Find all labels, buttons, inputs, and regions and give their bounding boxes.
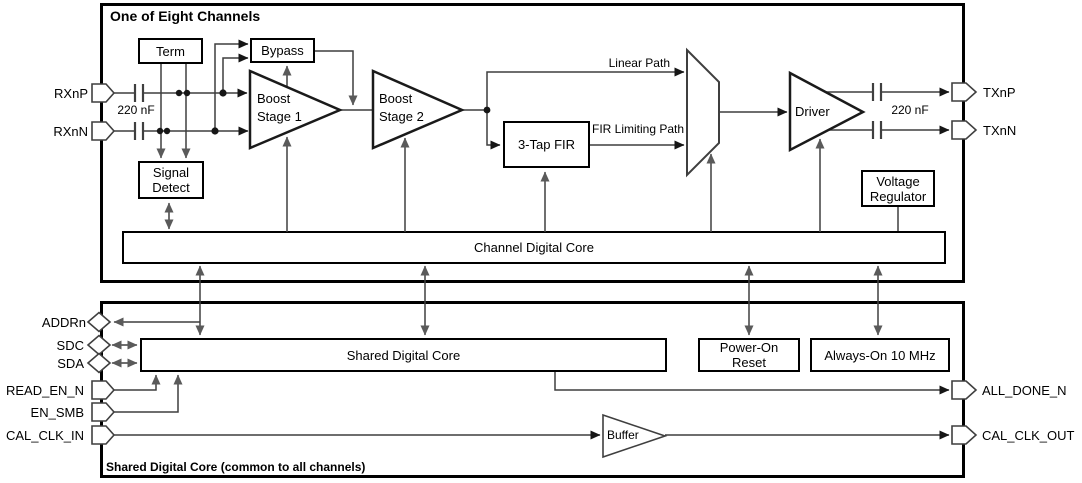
port-txnn-label: TXnN	[983, 123, 1017, 138]
junction-dot	[163, 127, 171, 135]
wire-bypass-out	[315, 50, 358, 106]
wire-all-done-n	[554, 372, 950, 395]
port-cal-clk-in-symbol	[91, 425, 116, 445]
buffer-triangle	[602, 413, 668, 459]
wire-en-smb	[114, 374, 183, 413]
port-cal-clk-out-symbol	[951, 425, 978, 445]
buffer-label: Buffer	[607, 428, 639, 442]
cap-in-value-label: 220 nF	[117, 103, 155, 117]
voltage-regulator-block: Voltage Regulator	[861, 170, 935, 207]
term-block: Term	[138, 38, 203, 64]
power-on-reset-block: Power-On Reset	[698, 338, 800, 372]
wire-to-fir	[486, 110, 501, 150]
port-rxnn-label: RXnN	[53, 124, 88, 139]
channel-digital-core-block: Channel Digital Core	[122, 231, 946, 264]
junction-dot	[183, 89, 191, 97]
fir-block: 3-Tap FIR	[503, 121, 590, 168]
port-addrn-label: ADDRn	[41, 315, 86, 330]
port-rxnp-label: RXnP	[54, 86, 88, 101]
port-all-done-n-label: ALL_DONE_N	[982, 383, 1067, 398]
channel-title: One of Eight Channels	[110, 8, 261, 24]
port-sdc-symbol	[86, 334, 112, 356]
capacitors	[133, 83, 883, 140]
signal-detect-block: Signal Detect	[138, 161, 204, 199]
port-txnp-symbol	[951, 82, 978, 102]
port-txnp-label: TXnP	[983, 85, 1016, 100]
always-on-10mhz-block: Always-On 10 MHz	[810, 338, 950, 372]
port-txnn-symbol	[951, 120, 978, 140]
linear-path-label: Linear Path	[608, 56, 670, 70]
junction-dots	[156, 89, 491, 135]
port-addrn-symbol	[86, 311, 112, 333]
port-cal-clk-in-label: CAL_CLK_IN	[5, 428, 84, 443]
port-sda-label: SDA	[57, 356, 84, 371]
fir-limiting-path-label: FIR Limiting Path	[592, 122, 685, 136]
boost-stage-1-triangle	[248, 69, 344, 150]
port-cal-clk-out-label: CAL_CLK_OUT	[982, 428, 1075, 443]
port-symbols	[86, 82, 978, 445]
port-read-en-n-label: READ_EN_N	[5, 383, 84, 398]
junction-dot	[219, 89, 227, 97]
control-wires	[111, 64, 899, 413]
junction-dot	[156, 127, 164, 135]
wire-rxnn-to-bypass	[214, 39, 249, 131]
port-read-en-n-symbol	[91, 380, 116, 400]
port-all-done-n-symbol	[951, 380, 978, 400]
port-sda-symbol	[86, 352, 112, 374]
port-en-smb-symbol	[91, 402, 116, 422]
port-sdc-label: SDC	[56, 338, 84, 353]
boost-stage-2-label: Boost Stage 2	[379, 91, 424, 124]
mux-shape	[686, 47, 720, 178]
wire-rxnp-to-bypass	[222, 53, 249, 93]
cap-out-value-label: 220 nF	[891, 103, 929, 117]
junction-dot	[175, 89, 183, 97]
boost-stage-2-triangle	[371, 69, 466, 150]
wire-linear-path	[486, 67, 685, 110]
driver-label: Driver	[795, 104, 830, 119]
port-en-smb-label: EN_SMB	[30, 405, 84, 420]
bypass-block: Bypass	[250, 38, 315, 63]
junction-dot	[483, 106, 491, 114]
shared-footer-label: Shared Digital Core (common to all chann…	[106, 460, 366, 474]
driver-triangle	[788, 70, 866, 153]
boost-stage-1-label: Boost Stage 1	[257, 91, 302, 124]
port-rxnn-symbol	[91, 121, 116, 141]
junction-dot	[211, 127, 219, 135]
amp-shapes	[248, 47, 866, 459]
shared-digital-core-block: Shared Digital Core	[140, 338, 667, 372]
wire-read-en-n	[114, 374, 161, 391]
channel-enclosure	[100, 3, 965, 283]
port-rxnp-symbol	[91, 83, 116, 103]
